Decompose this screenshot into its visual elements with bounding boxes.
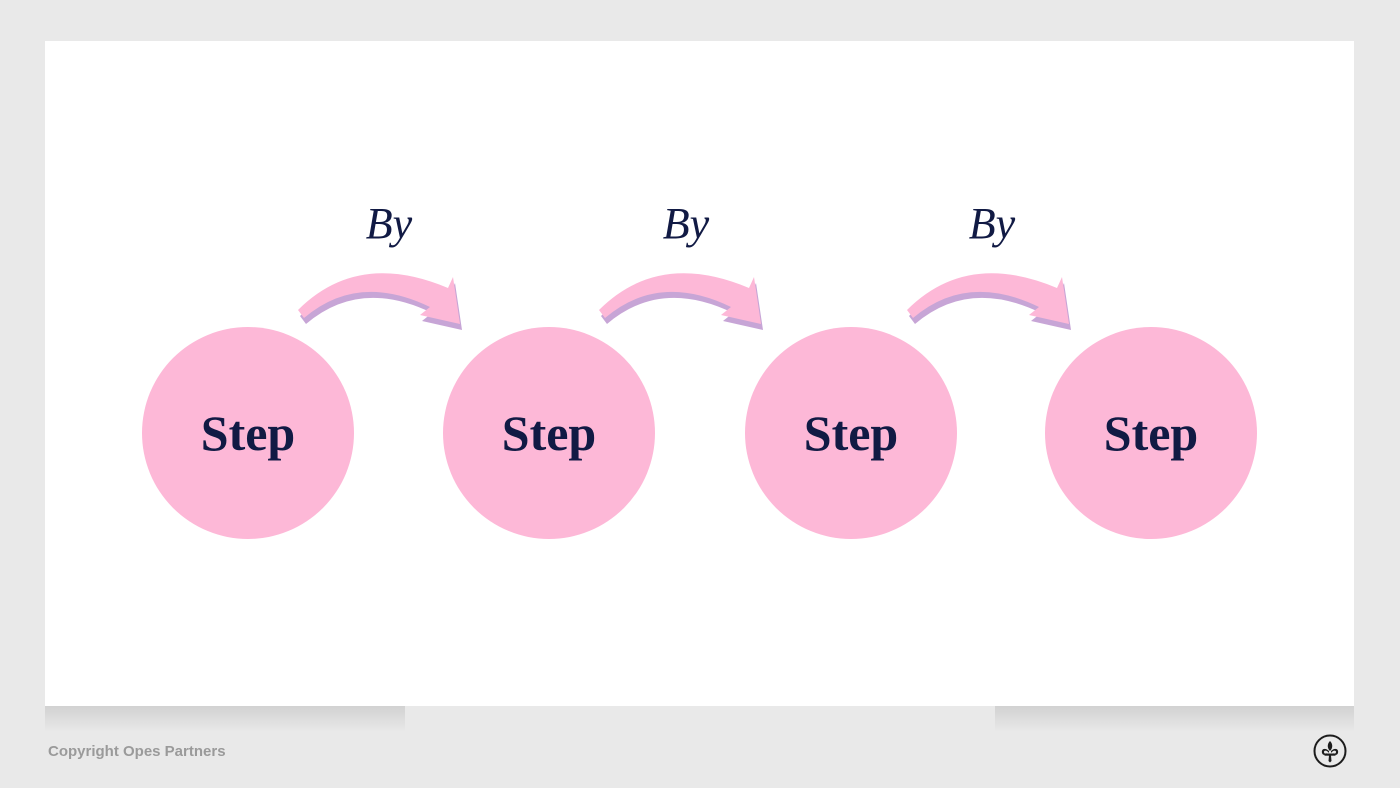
connector-arrow xyxy=(298,273,462,330)
connector-arrow xyxy=(599,273,763,330)
connector-label: By xyxy=(663,199,710,248)
step-circle xyxy=(745,327,957,539)
fleur-de-lis-icon xyxy=(1313,734,1347,768)
copyright-text: Copyright Opes Partners xyxy=(48,743,226,760)
step-label: Step xyxy=(502,405,596,461)
card-shadow-right xyxy=(995,706,1354,732)
step-circle xyxy=(142,327,354,539)
step-label: Step xyxy=(804,405,898,461)
step-label: Step xyxy=(201,405,295,461)
step-circle xyxy=(443,327,655,539)
step-label: Step xyxy=(1104,405,1198,461)
connector-label: By xyxy=(366,199,413,248)
connector-arrow xyxy=(907,273,1071,330)
connector-label: By xyxy=(969,199,1016,248)
step-circle xyxy=(1045,327,1257,539)
card-shadow-left xyxy=(45,706,405,732)
